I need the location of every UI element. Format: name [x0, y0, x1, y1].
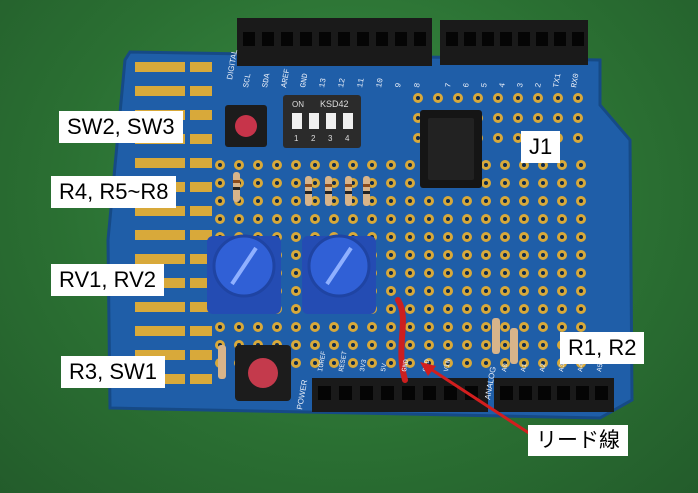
- pin-label: RX0: [570, 73, 581, 89]
- pin-label: SCL: [242, 73, 253, 89]
- pin-label: RESET: [338, 350, 350, 372]
- pin-label: 11: [356, 77, 367, 88]
- pin-label: A3: [558, 363, 567, 373]
- pin-label: A2: [539, 363, 548, 373]
- lead-arrow-head: [420, 362, 436, 376]
- left-edge-pads: [135, 62, 212, 384]
- bottom-header-left: [312, 378, 488, 412]
- label-r4-r5-r8: R4, R5~R8: [51, 176, 177, 208]
- pin-label: 9: [394, 82, 404, 88]
- sw2-red-button: [235, 115, 257, 137]
- bottom-header-right: [494, 378, 614, 412]
- pin-label: GND: [401, 359, 411, 373]
- dip-key: [343, 113, 353, 129]
- pin-label: 5V: [380, 362, 389, 372]
- rv2-pot: [302, 234, 376, 314]
- pin-label: A4: [577, 363, 586, 373]
- label-r3-sw1: R3, SW1: [61, 356, 166, 388]
- pin-label: 13: [318, 77, 329, 88]
- dip-on-label: ON: [292, 100, 304, 109]
- pin-label: IOREF: [317, 350, 329, 372]
- pin-label: 8: [413, 82, 423, 88]
- pin-label: VIN: [443, 359, 453, 373]
- pin-label: TX1: [552, 73, 563, 89]
- pin-label: A1: [520, 363, 529, 373]
- pin-label: 2: [534, 82, 544, 88]
- lead-arrow: [425, 364, 536, 439]
- pin-label: 3: [516, 82, 526, 88]
- dip-key: [292, 113, 302, 129]
- sw1-red-button: [248, 358, 278, 388]
- pin-label: 12: [337, 77, 348, 88]
- pin-label: GND: [299, 73, 310, 89]
- dip-model-label: KSD42: [320, 99, 349, 109]
- dip-num: 4: [345, 134, 350, 143]
- dip-key: [326, 113, 336, 129]
- label-lead-wire: リード線: [528, 425, 628, 456]
- label-rv1-rv2: RV1, RV2: [51, 264, 165, 296]
- dip-num: 3: [328, 134, 333, 143]
- r3-resistor: [218, 345, 226, 379]
- r2-resistor: [510, 328, 518, 364]
- pin-label: 7: [444, 82, 454, 88]
- label-sw2-sw3: SW2, SW3: [59, 111, 183, 143]
- r1-resistor: [492, 318, 500, 354]
- dip-num: 2: [311, 134, 316, 143]
- label-j1: J1: [521, 131, 561, 163]
- rv1-pot: [207, 234, 281, 314]
- pin-label: 5: [480, 82, 490, 88]
- pin-label: 4: [498, 82, 508, 88]
- dip-key: [309, 113, 319, 129]
- pin-label: A0: [501, 363, 510, 373]
- pin-label: SDA: [261, 73, 272, 89]
- dip-switch: [283, 95, 361, 148]
- pin-label: A5: [596, 363, 605, 373]
- dip-num: 1: [294, 134, 299, 143]
- pin-label: 6: [462, 82, 472, 88]
- pin-label: AREF: [280, 68, 292, 89]
- label-r1-r2: R1, R2: [560, 332, 645, 364]
- pin-label: 10: [375, 77, 386, 88]
- pin-label: 3V3: [359, 359, 369, 373]
- lead-wire: [395, 297, 408, 383]
